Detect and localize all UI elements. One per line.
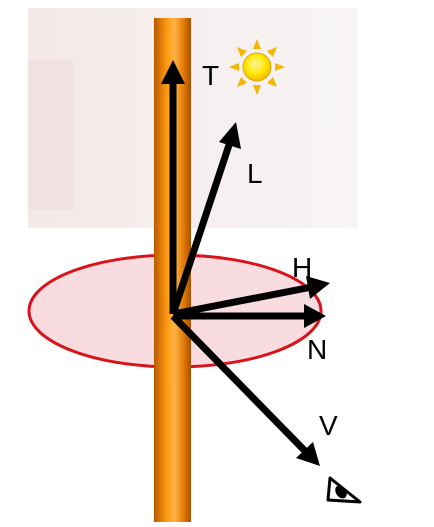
half-label: H <box>292 252 312 283</box>
normal-label: N <box>307 334 327 365</box>
half-arrowhead <box>306 276 330 299</box>
light-label: L <box>247 158 263 189</box>
light-arrowhead <box>219 122 241 149</box>
background-photo <box>28 8 358 228</box>
half-vector <box>172 283 313 318</box>
vector-arrows <box>161 60 330 466</box>
view-arrowhead <box>296 442 320 466</box>
normal-arrowhead <box>304 304 326 328</box>
eye-icon <box>326 476 362 504</box>
background-photo-shade <box>28 60 73 210</box>
tangent-label: T <box>202 60 219 91</box>
view-label: V <box>319 410 338 441</box>
light-vector <box>169 140 234 316</box>
tangent-arrowhead <box>161 60 185 84</box>
view-vector <box>170 313 309 455</box>
sun-icon <box>229 39 285 95</box>
